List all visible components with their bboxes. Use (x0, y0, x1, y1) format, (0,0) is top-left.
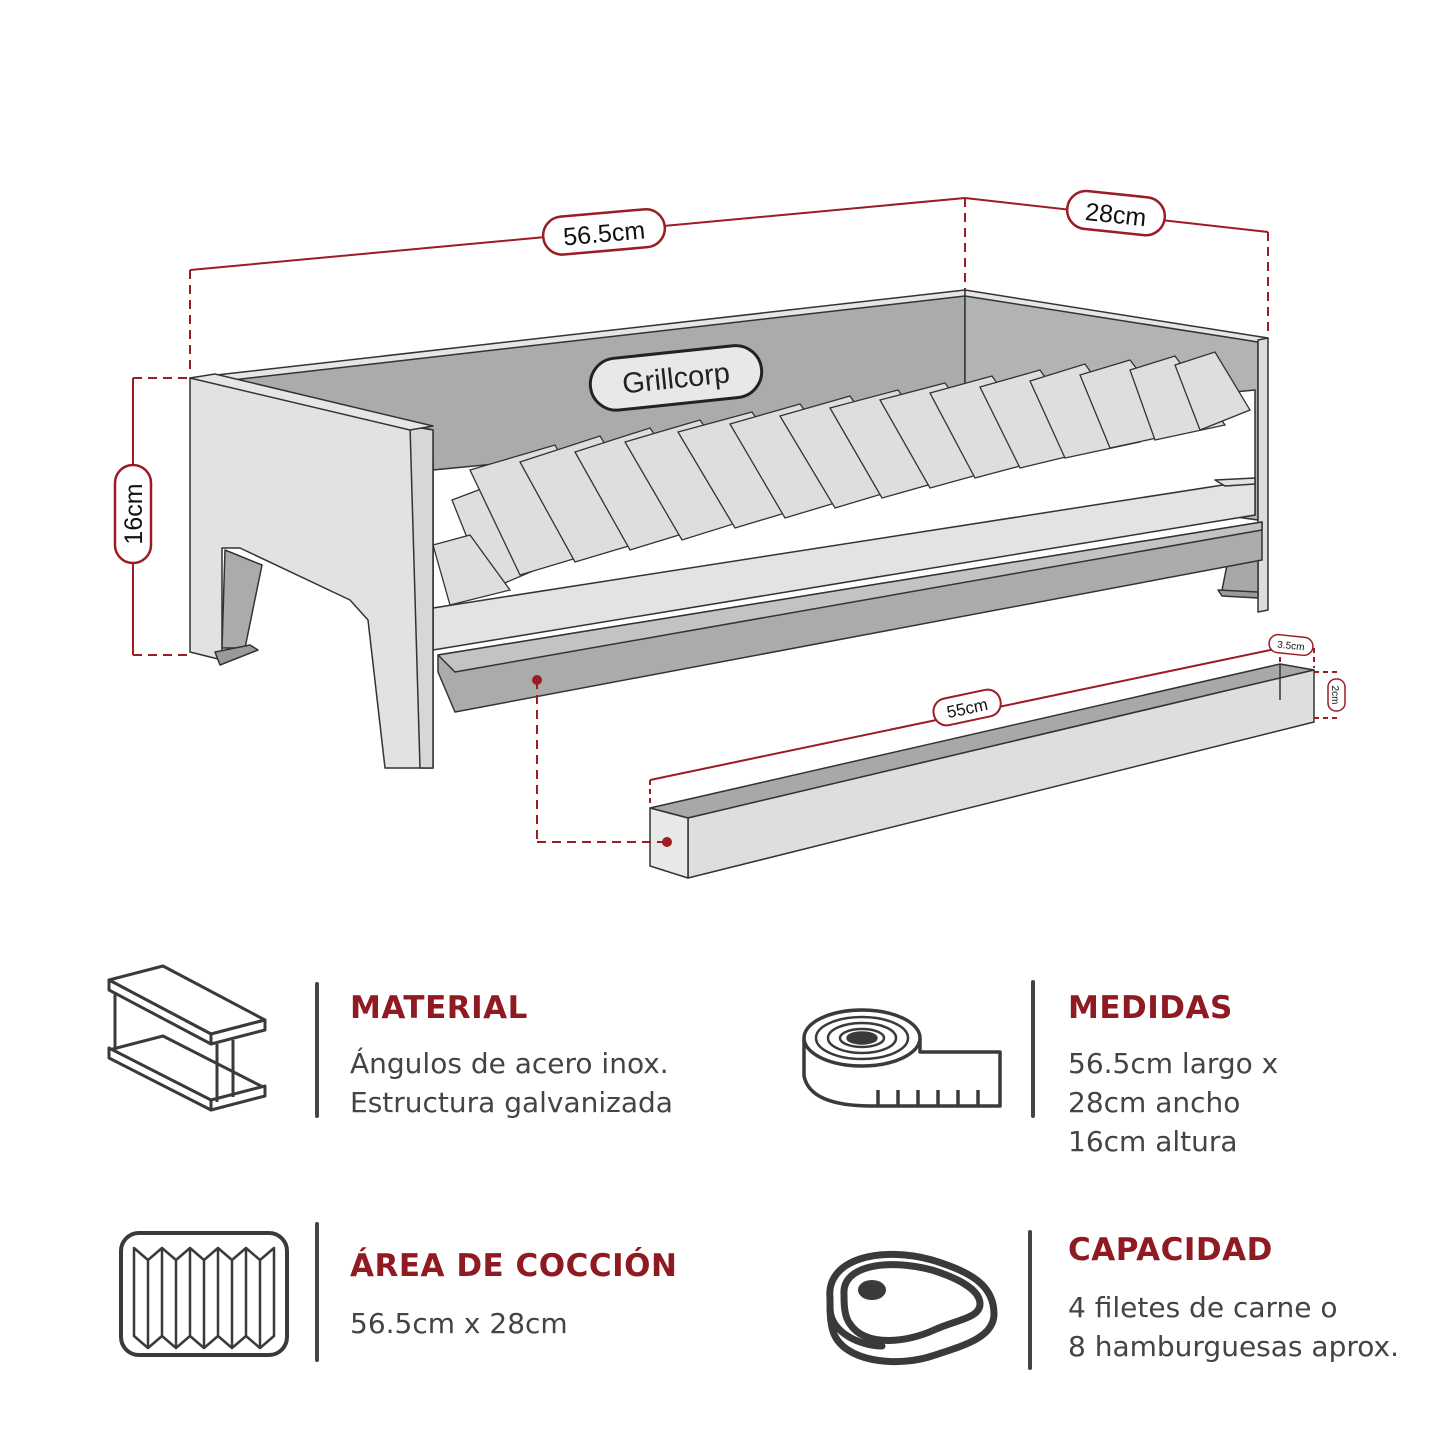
dim-label-height: 16cm (113, 463, 153, 565)
feature-description: 56.5cm x 28cm (350, 1304, 568, 1343)
ash-tray-removed (649, 663, 1315, 879)
feature-line: Estructura galvanizada (350, 1086, 673, 1119)
steak-icon (826, 1250, 998, 1366)
feature-line: 8 hamburguesas aprox. (1068, 1330, 1399, 1363)
grill-grate-icon (119, 1231, 289, 1357)
feature-area-coccion: ÁREA DE COCCIÓN 56.5cm x 28cm (0, 1210, 720, 1370)
feature-line: Ángulos de acero inox. (350, 1047, 669, 1080)
feature-title: MATERIAL (350, 990, 528, 1026)
feature-title: ÁREA DE COCCIÓN (350, 1248, 678, 1284)
tray-marker-dot (662, 837, 672, 847)
dim-label-tray-width: 3.5cm (1268, 633, 1314, 657)
tray-marker-dot (532, 675, 542, 685)
feature-material: MATERIAL Ángulos de acero inox. Estructu… (0, 950, 720, 1130)
svg-text:16cm: 16cm (120, 483, 148, 544)
feature-divider (1028, 1230, 1032, 1370)
feature-description: 56.5cm largo x 28cm ancho 16cm altura (1068, 1044, 1278, 1161)
svg-text:28cm: 28cm (1084, 198, 1148, 232)
brand-logo-badge: Grillcorp (588, 344, 764, 412)
svg-text:3.5cm: 3.5cm (1277, 640, 1305, 654)
feature-line: 16cm altura (1068, 1125, 1238, 1158)
measuring-tape-icon (802, 1008, 1002, 1108)
feature-medidas: MEDIDAS 56.5cm largo x 28cm ancho 16cm a… (720, 950, 1445, 1170)
feature-capacidad: CAPACIDAD 4 filetes de carne o 8 hamburg… (720, 1210, 1445, 1380)
feature-title: MEDIDAS (1068, 990, 1233, 1026)
feature-line: 28cm ancho (1068, 1086, 1241, 1119)
feature-divider (1031, 980, 1035, 1118)
feature-line: 56.5cm x 28cm (350, 1307, 568, 1340)
dim-label-length: 56.5cm (541, 208, 667, 256)
feature-title: CAPACIDAD (1068, 1232, 1273, 1268)
grill-grate-bars (432, 351, 1251, 606)
feature-description: Ángulos de acero inox. Estructura galvan… (350, 1044, 673, 1122)
feature-line: 56.5cm largo x (1068, 1047, 1279, 1080)
i-beam-icon (107, 964, 267, 1112)
svg-text:2cm: 2cm (1329, 686, 1340, 705)
dim-label-depth: 28cm (1065, 189, 1167, 237)
feature-divider (315, 982, 319, 1118)
feature-line: 4 filetes de carne o (1068, 1291, 1338, 1324)
feature-description: 4 filetes de carne o 8 hamburguesas apro… (1068, 1288, 1399, 1366)
feature-divider (315, 1222, 319, 1362)
dim-label-tray-length: 55cm (932, 688, 1002, 727)
grill-dimension-diagram: Grillcorp 56.5cm (113, 189, 1346, 879)
dim-label-tray-height: 2cm (1327, 678, 1346, 712)
